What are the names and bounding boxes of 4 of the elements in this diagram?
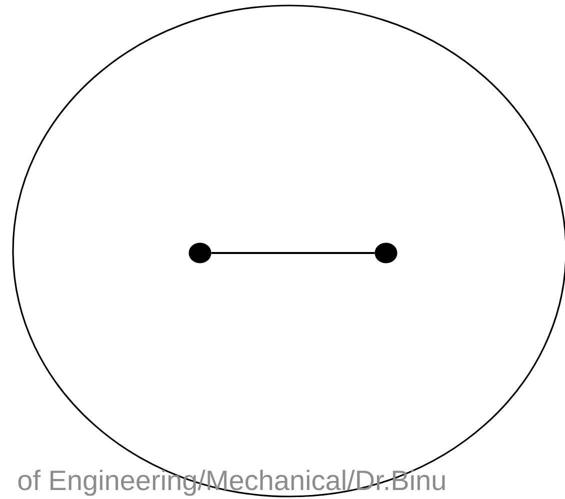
dot [188,242,212,264]
dot [374,242,398,264]
ellipse-outline [12,4,565,498]
connecting-line [211,252,375,254]
